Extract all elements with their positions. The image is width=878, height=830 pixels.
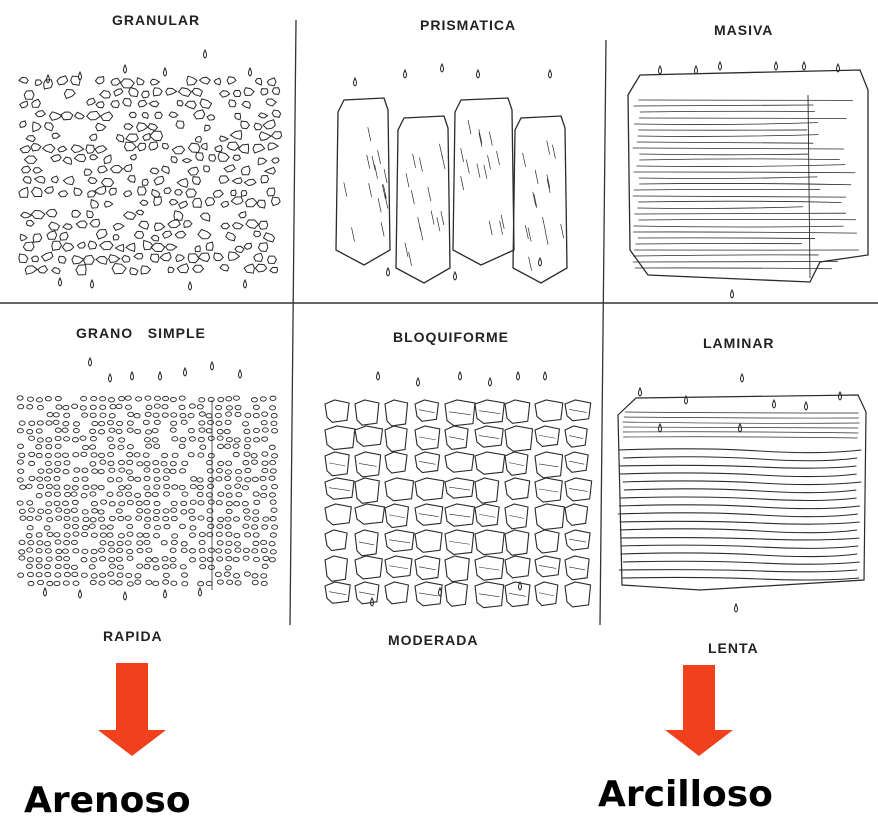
vertical-divider-left <box>290 20 296 625</box>
title-bloquiforme: BLOQUIFORME <box>393 329 509 345</box>
title-granular: GRANULAR <box>112 12 200 28</box>
vertical-divider-right <box>600 40 606 625</box>
blocky-structure-illustration <box>325 372 592 608</box>
drainage-rapida: RAPIDA <box>103 628 163 644</box>
granular-structure-illustration <box>19 50 282 290</box>
single-grain-structure-illustration <box>17 358 277 600</box>
drainage-lenta: LENTA <box>708 640 759 656</box>
title-masiva: MASIVA <box>714 22 773 38</box>
title-laminar: LAMINAR <box>703 335 775 351</box>
down-arrow-left <box>98 663 166 756</box>
title-grano-simple: GRANO SIMPLE <box>76 325 206 341</box>
down-arrow-right <box>665 665 733 756</box>
massive-structure-illustration <box>628 62 868 298</box>
prismatic-structure-illustration <box>336 64 567 283</box>
laminar-structure-illustration <box>618 374 866 612</box>
drainage-moderada: MODERADA <box>388 632 478 648</box>
soil-type-arcilloso: Arcilloso <box>598 774 773 815</box>
soil-type-arenoso: Arenoso <box>24 780 191 821</box>
title-prismatica: PRISMATICA <box>420 17 516 33</box>
